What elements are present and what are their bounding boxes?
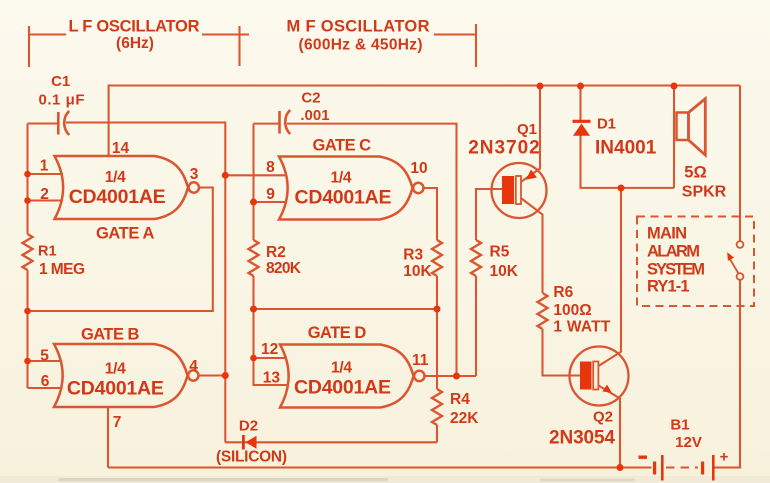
svg-text:R4: R4: [450, 391, 470, 408]
svg-text:.001: .001: [300, 107, 329, 124]
svg-text:2N3702: 2N3702: [468, 138, 540, 159]
svg-text:C2: C2: [301, 90, 320, 107]
svg-text:D2: D2: [239, 418, 258, 435]
svg-text:+: +: [720, 449, 729, 466]
svg-text:1 WATT: 1 WATT: [553, 319, 611, 336]
svg-text:C1: C1: [51, 73, 70, 90]
svg-text:D1: D1: [597, 116, 616, 133]
svg-text:CD4001AE: CD4001AE: [295, 187, 392, 209]
svg-text:5: 5: [40, 348, 49, 365]
svg-text:1/4: 1/4: [105, 169, 126, 186]
svg-text:14: 14: [112, 140, 130, 157]
svg-text:GATE B: GATE B: [81, 326, 140, 344]
svg-text:SYSTEM: SYSTEM: [647, 261, 705, 279]
svg-text:GATE C: GATE C: [313, 137, 372, 155]
svg-text:1/4: 1/4: [331, 360, 352, 377]
svg-text:R2: R2: [266, 244, 286, 261]
svg-text:7: 7: [113, 414, 122, 431]
svg-text:R5: R5: [490, 244, 510, 261]
svg-text:(SILICON): (SILICON): [216, 449, 287, 466]
svg-text:MAIN: MAIN: [647, 225, 687, 243]
svg-text:12V: 12V: [675, 434, 702, 451]
svg-text:9: 9: [266, 186, 275, 203]
svg-text:8: 8: [266, 159, 275, 176]
svg-text:1/4: 1/4: [331, 170, 352, 187]
svg-text:3: 3: [190, 166, 199, 183]
svg-text:22K: 22K: [450, 410, 479, 427]
svg-text:R6: R6: [553, 284, 573, 301]
svg-text:10: 10: [410, 160, 427, 177]
svg-text:M F OSCILLATOR: M F OSCILLATOR: [287, 18, 430, 36]
svg-text:1: 1: [40, 158, 49, 175]
svg-text:L F OSCILLATOR: L F OSCILLATOR: [69, 18, 200, 36]
svg-text:2: 2: [40, 186, 49, 203]
svg-text:B1: B1: [670, 417, 689, 434]
svg-text:RY1-1: RY1-1: [647, 278, 690, 296]
svg-text:CD4001AE: CD4001AE: [69, 186, 166, 208]
svg-text:13: 13: [263, 370, 281, 387]
svg-text:2N3054: 2N3054: [549, 428, 615, 449]
svg-text:12: 12: [261, 341, 278, 358]
svg-text:820K: 820K: [266, 260, 302, 277]
svg-text:GATE A: GATE A: [96, 225, 155, 243]
svg-text:CD4001AE: CD4001AE: [294, 377, 391, 399]
svg-text:SPKR: SPKR: [682, 184, 727, 201]
svg-text:4: 4: [189, 358, 198, 375]
svg-text:0.1 μF: 0.1 μF: [39, 92, 85, 109]
svg-text:R3: R3: [403, 247, 423, 264]
svg-text:R1: R1: [38, 244, 57, 260]
svg-text:Q2: Q2: [593, 409, 613, 426]
svg-text:5Ω: 5Ω: [684, 164, 706, 182]
svg-text:100Ω: 100Ω: [553, 302, 591, 319]
svg-text:CD4001AE: CD4001AE: [67, 378, 164, 400]
svg-text:(6Hz): (6Hz): [116, 35, 154, 52]
svg-text:GATE D: GATE D: [308, 324, 367, 342]
svg-text:10K: 10K: [403, 263, 432, 280]
svg-text:IN4001: IN4001: [595, 138, 657, 159]
svg-text:10K: 10K: [490, 263, 519, 280]
svg-text:1/4: 1/4: [105, 360, 126, 377]
svg-text:ALARM: ALARM: [647, 243, 700, 261]
svg-text:6: 6: [41, 373, 50, 390]
svg-text:(600Hz & 450Hz): (600Hz & 450Hz): [299, 37, 423, 54]
svg-text:1 MEG: 1 MEG: [39, 261, 85, 278]
svg-text:11: 11: [412, 352, 429, 369]
svg-text:Q1: Q1: [517, 121, 537, 138]
